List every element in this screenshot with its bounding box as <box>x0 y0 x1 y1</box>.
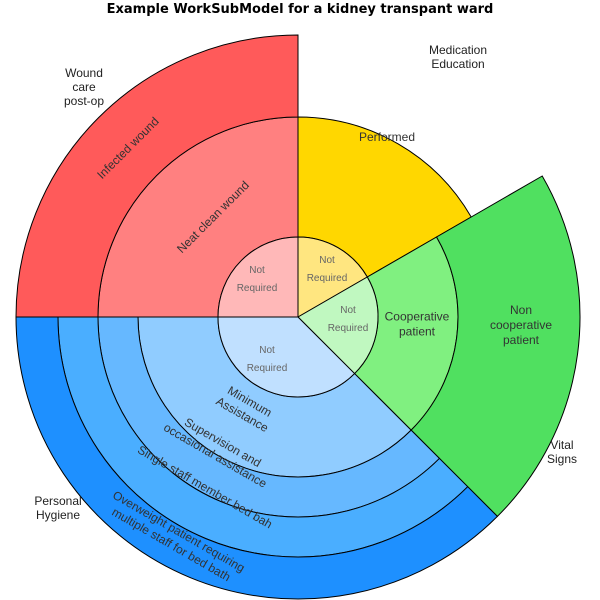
ring-label-0-0: Performed <box>359 130 415 144</box>
center-wedge-3 <box>217 236 299 318</box>
sector-2-ring-3 <box>15 316 499 600</box>
diagram-title: Example WorkSubModel for a kidney transp… <box>106 2 494 17</box>
sector-3-ring-1 <box>15 34 299 318</box>
sector-1-ring-1 <box>410 175 581 518</box>
center-wedge-0 <box>297 236 368 318</box>
center-wedge-2 <box>217 316 356 398</box>
center-wedge-1 <box>297 276 379 375</box>
